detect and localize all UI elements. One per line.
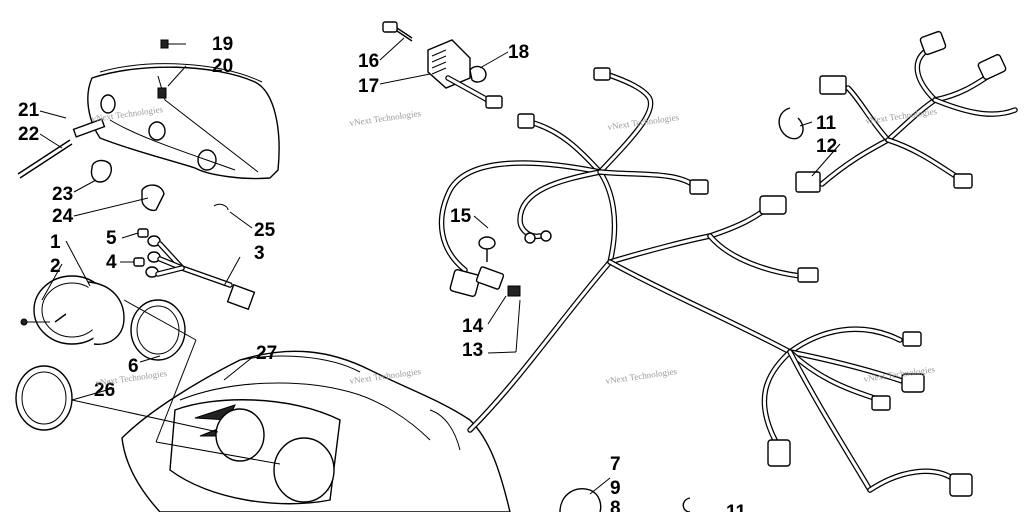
callout-19: 19 — [212, 34, 233, 55]
watermark-text: vNext Technologies — [605, 366, 678, 386]
headlight-assembly — [17, 39, 280, 212]
callout-15: 15 — [450, 206, 472, 227]
main-wiring-harness — [438, 30, 1018, 497]
regulator-assembly — [382, 21, 503, 109]
leader-lines — [39, 37, 841, 495]
callout-27: 27 — [256, 343, 277, 364]
callout-1: 1 — [50, 232, 61, 253]
bottom-parts — [559, 488, 602, 512]
callout-11-top: 11 — [816, 113, 837, 134]
callout-4: 4 — [106, 252, 117, 273]
callout-26: 26 — [94, 380, 115, 401]
callout-23: 23 — [52, 184, 73, 205]
callout-22: 22 — [18, 124, 39, 145]
callout-21: 21 — [18, 100, 40, 121]
callout-5: 5 — [106, 228, 117, 249]
watermark-text: vNext Technologies — [607, 112, 680, 132]
callout-16: 16 — [358, 51, 379, 72]
callout-8: 8 — [610, 498, 621, 512]
callout-13: 13 — [462, 340, 483, 361]
instrument-pod — [121, 350, 511, 512]
callout-17: 17 — [358, 76, 379, 97]
callout-11-bottom: 11 — [726, 502, 747, 512]
callout-25: 25 — [254, 220, 276, 241]
watermark-text: vNext Technologies — [865, 106, 938, 126]
callout-20: 20 — [212, 56, 233, 77]
callout-3: 3 — [254, 243, 265, 264]
callout-6: 6 — [128, 356, 139, 377]
callout-12: 12 — [816, 136, 837, 157]
callout-18: 18 — [508, 42, 529, 63]
callout-7: 7 — [610, 454, 621, 475]
speedometer-gauge — [15, 275, 186, 431]
bulb-socket-harness — [133, 228, 256, 311]
callout-14: 14 — [462, 316, 484, 337]
callout-2: 2 — [50, 256, 61, 277]
callout-labels: 19 20 21 22 23 24 25 1 2 5 4 3 6 26 27 1… — [18, 34, 837, 512]
callout-24: 24 — [52, 206, 74, 227]
callout-9: 9 — [610, 478, 621, 499]
watermark-text: vNext Technologies — [349, 108, 422, 128]
